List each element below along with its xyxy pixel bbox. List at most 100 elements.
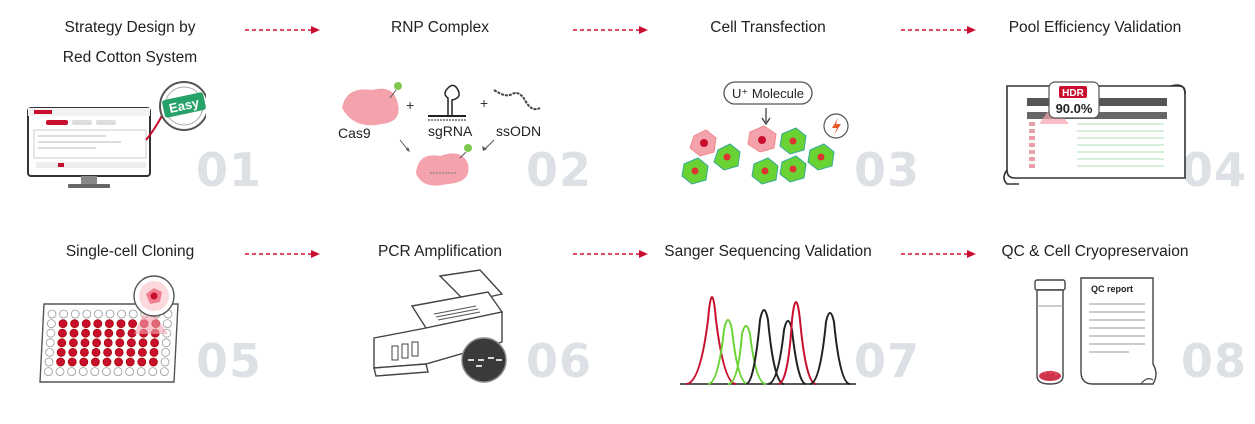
step-number: 01 [196,143,263,197]
well [43,367,53,376]
hdr-percent: 90.0% [1056,101,1093,116]
well [92,338,101,348]
step-03: Cell Transfection 03 U⁺ Molecule [658,0,919,200]
well [56,348,66,357]
well [90,367,100,376]
step-title: Sanger Sequencing Validation [658,237,878,267]
well [126,348,136,357]
well [79,357,89,367]
step-number: 07 [854,334,921,388]
well [59,309,69,319]
well [44,357,54,367]
well [116,319,126,328]
step-title: PCR Amplification [330,237,550,267]
well [47,309,57,319]
well [80,338,90,348]
well [46,319,56,328]
title-line-2: Red Cotton System [62,49,198,66]
sgrna-label: sgRNA [428,123,473,139]
well [150,338,159,348]
title-line-1: QC & Cell Cryopreservaion [1001,243,1189,260]
well [115,338,125,348]
well [114,357,123,367]
easy-badge: Easy [168,95,202,116]
vial-report-icon: QC report [1034,277,1157,385]
step-05: Single-cell Cloning 05 [20,224,280,424]
well [68,348,78,357]
step-title: Strategy Design by Red Cotton System [20,13,240,73]
well [117,309,126,319]
arrow-2-3 [573,26,648,34]
well-plate-icon [39,275,179,383]
hdr-badge: HDR [1062,88,1084,99]
well [114,348,124,357]
step-04: Pool Efficiency Validation 04 HDR 90.0% [985,0,1248,200]
well [149,357,158,367]
well [57,328,67,338]
well [46,328,56,338]
well [148,367,158,376]
title-line-1: Cell Transfection [710,19,826,36]
ssodn-label: ssODN [496,123,541,139]
well [102,357,112,367]
well [116,328,125,338]
well [45,338,55,348]
well [128,319,137,328]
well [57,338,67,348]
well [125,357,135,367]
document-table-icon: HDR 90.0% [1003,81,1186,185]
step-number: 05 [196,334,263,388]
plus-2: + [480,95,488,111]
well [160,367,169,376]
step-01: Strategy Design by Red Cotton System 01 … [20,0,280,200]
well [103,338,113,348]
arrow-6-7 [573,250,648,258]
well [136,367,146,376]
well [137,357,147,367]
cas9-protein-icon: Cas9 + sgRNA + ssODN [338,82,541,186]
well [128,309,138,319]
well [149,348,159,357]
well [67,357,77,367]
title-line-1: Sanger Sequencing Validation [664,243,872,260]
plus-1: + [406,97,414,113]
pcr-machine-icon [373,269,507,383]
well [70,309,80,319]
well [160,357,170,367]
well [127,338,136,348]
computer-screen-icon: Easy [27,81,206,188]
cas9-label: Cas9 [338,125,371,141]
pink-cells [689,125,777,157]
cell-culture-icon: U⁺ Molecule [681,81,849,185]
step-07: Sanger Sequencing Validation 07 [658,224,921,424]
step-title: Pool Efficiency Validation [985,13,1205,43]
arrow-1-2 [245,26,320,34]
well [91,348,101,357]
well [93,319,103,328]
step-08: QC & Cell Cryopreservaion 08 QC report [985,224,1246,424]
step-number: 04 [1181,143,1248,197]
step-title: Single-cell Cloning [20,237,240,267]
step-number: 06 [526,334,593,388]
well [138,338,148,348]
well [81,328,90,338]
arrow-3-4 [901,26,976,34]
well [105,309,115,319]
well [58,319,68,328]
step-title: QC & Cell Cryopreservaion [985,237,1205,267]
step-title: RNP Complex [330,13,550,43]
well [113,367,123,376]
well [161,348,170,357]
arrow-7-8 [901,250,976,258]
well [104,328,114,338]
well [161,338,171,348]
molecule-label: U⁺ Molecule [732,86,804,101]
well [70,319,79,328]
well [56,357,66,367]
well [80,348,89,357]
well [94,309,103,319]
chromatogram-icon [680,296,856,385]
well [82,309,92,319]
well [69,338,78,348]
step-06: PCR Amplification 06 [330,224,593,424]
